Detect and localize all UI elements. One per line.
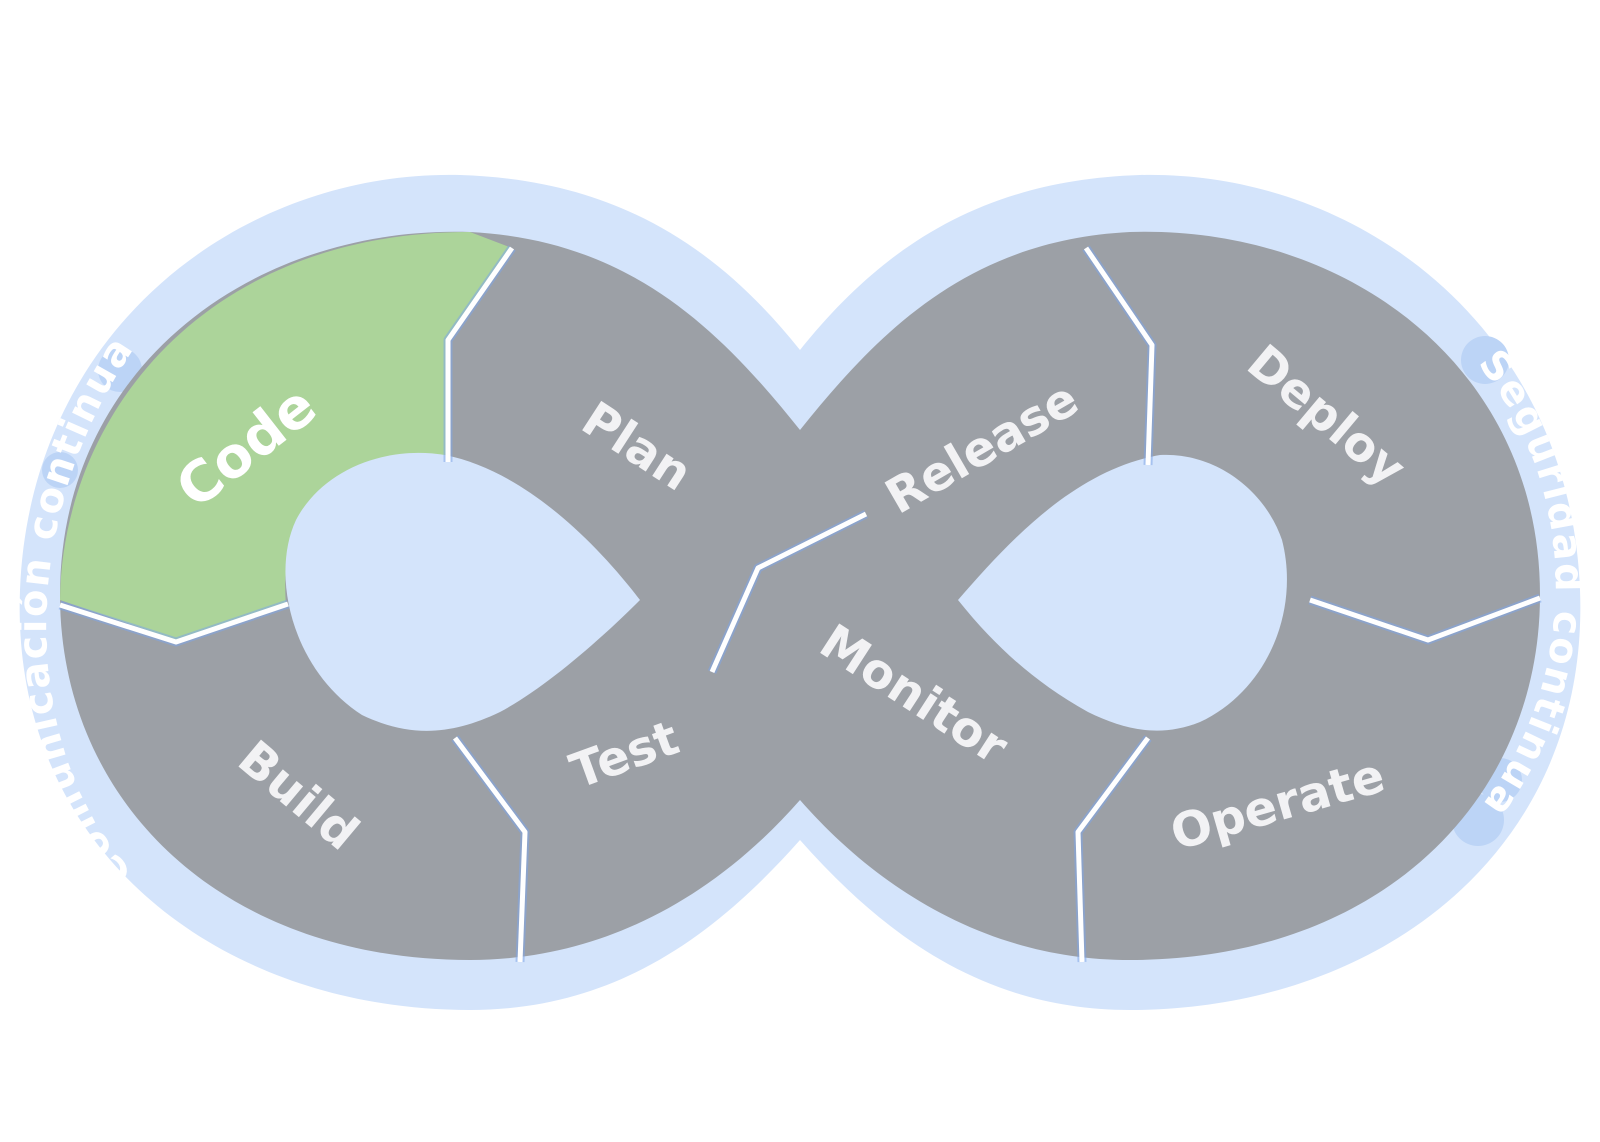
infinity-ring	[60, 231, 1540, 961]
segment-dividers	[58, 245, 1542, 963]
code-segment[interactable]	[60, 232, 512, 640]
